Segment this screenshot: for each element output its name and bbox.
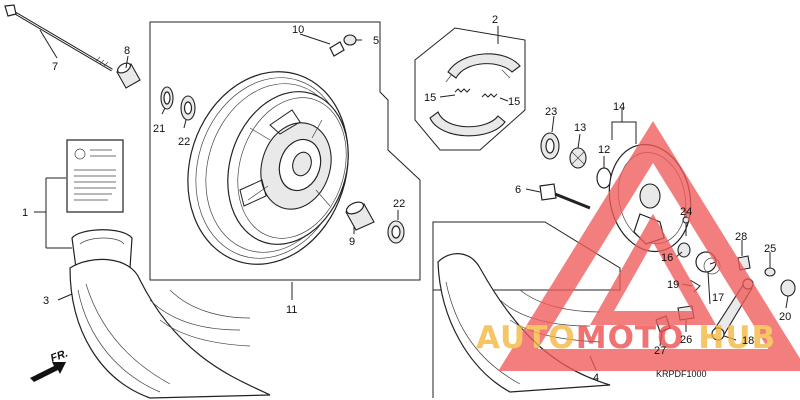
part-label-18: 18 [742,335,754,347]
joint-20 [780,279,796,297]
tube-1 [71,229,133,270]
watermark-triangle-inner [589,213,717,325]
tire-valve [329,34,357,57]
part-label-1: 1 [22,207,28,219]
part-label-22-lower: 22 [393,198,405,210]
part-label-9: 9 [349,236,355,248]
wear-indicator-13 [569,147,587,169]
diagram-code: KRPDF1000 [656,369,707,379]
part-label-12: 12 [598,144,610,156]
part-label-21: 21 [153,123,165,135]
part-label-16: 16 [661,252,673,264]
brake-shoe-group-outline [414,27,526,151]
part-label-11: 11 [286,304,297,316]
part-label-27: 27 [654,345,666,357]
front-tire [69,258,271,399]
part-label-24: 24 [680,206,692,218]
part-label-28: 28 [735,231,747,243]
brake-shoe-spring-right [481,93,498,98]
part-label-2: 2 [492,14,498,26]
part-label-15-left: 15 [424,92,436,104]
part-label-8: 8 [124,45,130,57]
part-label-25: 25 [764,243,776,255]
brake-cam [539,183,591,210]
bearing-21 [160,86,174,110]
direction-label: FR. [49,347,70,364]
part-label-10: 10 [292,24,304,36]
watermark-hub: HUB [698,320,776,356]
caution-label-card [66,139,124,213]
part-number-labels: 1 2 3 4 5 6 7 8 9 10 11 12 13 14 15 15 1… [22,14,791,384]
part-label-23: 23 [545,106,557,118]
watermark-auto: AUTO [476,320,576,356]
part-label-13: 13 [574,122,586,134]
part-label-20: 20 [779,311,791,323]
brake-shoe-set [429,53,521,137]
part-label-6: 6 [515,184,521,196]
washer-16 [677,242,691,258]
seal-23 [540,132,560,160]
part-label-15-right: 15 [508,96,520,108]
brake-shoe-spring-left [454,88,471,93]
wheel-group-outline [149,21,421,281]
part-label-7: 7 [52,61,58,73]
part-label-3: 3 [43,295,49,307]
bracket-part-1 [34,177,72,249]
distance-collar [345,201,375,231]
watermark-text: AUTOMOTO HUB [476,320,776,356]
nut-25 [764,267,776,277]
part-label-22-upper: 22 [178,136,190,148]
leader-lines [39,26,789,371]
oil-seal-22 [180,95,196,121]
watermark-moto: MOTO [576,320,685,356]
part-label-5: 5 [373,35,379,47]
part-label-14: 14 [613,101,625,113]
bearing-22-lower [387,220,405,244]
part-label-17: 17 [712,292,724,304]
watermark-triangle-outer [498,121,800,371]
front-direction-arrow: FR. [30,347,70,382]
watermark-logo: AUTOMOTO HUB [476,121,800,371]
axle-shaft [4,4,113,72]
part-label-26: 26 [680,334,692,346]
collar-spacer [116,62,141,89]
rear-wheel-rim [187,71,349,265]
part-label-19: 19 [667,279,679,291]
part-label-4: 4 [593,372,599,384]
